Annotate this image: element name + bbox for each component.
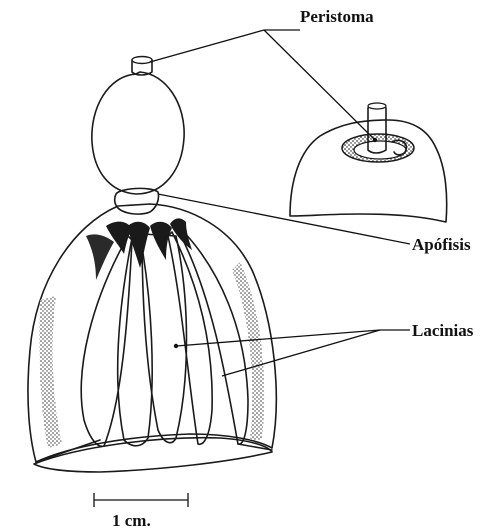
capsule [92, 72, 184, 194]
leader-lines [150, 30, 410, 376]
label-apofisis: Apófisis [412, 235, 471, 254]
peristome-detail-inset [290, 103, 447, 222]
lacinias-lobes [36, 230, 272, 462]
scale-bar-label: 1 cm. [112, 511, 151, 530]
apophysis-tissue [86, 218, 192, 280]
scale-bar [94, 493, 188, 507]
label-lacinias: Lacinias [412, 321, 474, 340]
apophysis-neck [115, 188, 159, 214]
base-shadow [34, 438, 272, 472]
label-peristoma: Peristoma [300, 7, 374, 26]
